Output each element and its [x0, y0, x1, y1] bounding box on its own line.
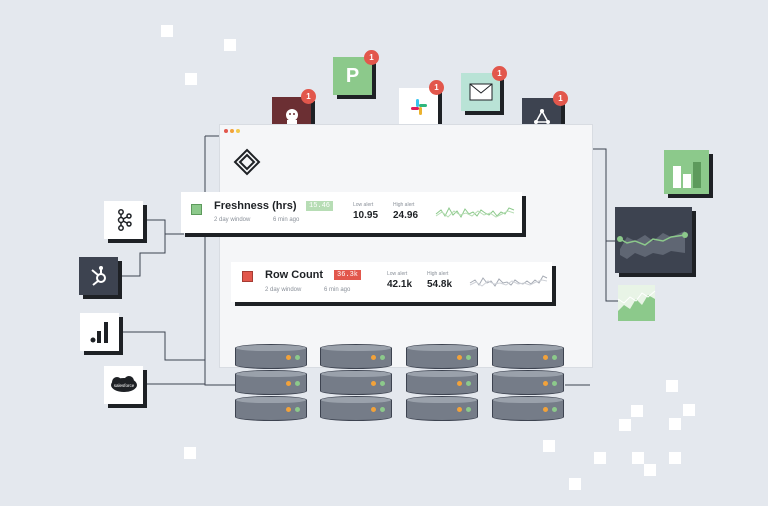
updated-label: 6 min ago [273, 217, 300, 223]
datadog-icon [285, 109, 298, 125]
high-alert-label: High alert [393, 202, 415, 208]
database-disk [406, 396, 478, 421]
notification-badge: 1 [553, 91, 568, 106]
database-disk [235, 344, 307, 369]
decor-square [631, 405, 643, 417]
metric-title: Row Count [265, 269, 324, 281]
salesforce-icon: salesforce [110, 376, 137, 392]
logo-icon [233, 148, 261, 176]
email-icon [469, 83, 492, 101]
sparkline [435, 206, 515, 218]
database-disk [406, 344, 478, 369]
low-alert-value: 10.95 [353, 210, 379, 221]
line-chart-tile[interactable] [615, 207, 692, 273]
decor-square [224, 39, 236, 51]
kafka-tile[interactable] [104, 201, 143, 239]
decor-square [619, 419, 631, 431]
decor-square [185, 73, 197, 85]
metric-card-row-count[interactable]: Row Count 36.3k 2 day window 6 min ago L… [231, 262, 552, 302]
analytics-tile[interactable] [80, 313, 119, 351]
status-indicator [191, 204, 202, 215]
slack-tile[interactable] [399, 88, 438, 126]
window-dot-red [224, 129, 228, 133]
database-disk [406, 370, 478, 395]
analytics-icon [90, 322, 108, 343]
current-value-badge: 15.46 [306, 201, 334, 211]
low-alert-value: 42.1k [387, 279, 413, 290]
decor-square [184, 447, 196, 459]
window-dot-yellow [236, 129, 240, 133]
status-indicator [242, 271, 253, 282]
hubspot-tile[interactable] [79, 257, 118, 295]
window-label: 2 day window [265, 287, 302, 293]
decor-square [669, 418, 681, 430]
decor-square [669, 452, 681, 464]
email-tile[interactable] [461, 73, 500, 111]
decor-square [161, 25, 173, 37]
updated-label: 6 min ago [324, 287, 351, 293]
database-disk [492, 370, 564, 395]
metric-card-freshness[interactable]: Freshness (hrs) 15.46 2 day window 6 min… [181, 192, 522, 233]
database-disk [492, 396, 564, 421]
high-alert-value: 54.8k [427, 279, 453, 290]
database-stack[interactable] [320, 344, 392, 422]
decor-square [569, 478, 581, 490]
hubspot-icon [90, 266, 106, 286]
metric-title: Freshness (hrs) [214, 200, 297, 212]
monitoring-window [219, 124, 593, 368]
notification-badge: 1 [492, 66, 507, 81]
slack-icon [410, 99, 427, 115]
database-stack[interactable] [492, 344, 564, 422]
kafka-icon [117, 209, 132, 231]
database-disk [320, 344, 392, 369]
notification-badge: 1 [301, 89, 316, 104]
decor-square [644, 464, 656, 476]
line-chart-icon [617, 231, 688, 259]
bar-chart-tile[interactable] [664, 150, 709, 194]
database-disk [320, 396, 392, 421]
database-disk [492, 344, 564, 369]
pagerduty-tile[interactable]: P [333, 57, 372, 95]
notification-badge: 1 [429, 80, 444, 95]
webhook-icon [533, 109, 550, 124]
area-chart-icon [617, 290, 656, 321]
low-alert-label: Low alert [353, 202, 374, 208]
database-stack[interactable] [406, 344, 478, 422]
database-stack[interactable] [235, 344, 307, 422]
current-value-badge: 36.3k [334, 270, 362, 280]
bar-chart-icon [672, 162, 701, 188]
decor-square [666, 380, 678, 392]
high-alert-label: High alert [427, 271, 449, 277]
low-alert-label: Low alert [387, 271, 408, 277]
high-alert-value: 24.96 [393, 210, 419, 221]
salesforce-label: salesforce [113, 383, 134, 388]
decor-square [632, 452, 644, 464]
notification-badge: 1 [364, 50, 379, 65]
database-disk [235, 396, 307, 421]
decor-square [683, 404, 695, 416]
database-disk [320, 370, 392, 395]
window-label: 2 day window [214, 217, 251, 223]
area-chart-tile[interactable] [617, 285, 656, 321]
window-dot-orange [230, 129, 234, 133]
decor-square [543, 440, 555, 452]
salesforce-tile[interactable]: salesforce [104, 366, 143, 404]
database-disk [235, 370, 307, 395]
decor-square [594, 452, 606, 464]
sparkline [469, 275, 548, 287]
pagerduty-icon: P [345, 64, 360, 87]
